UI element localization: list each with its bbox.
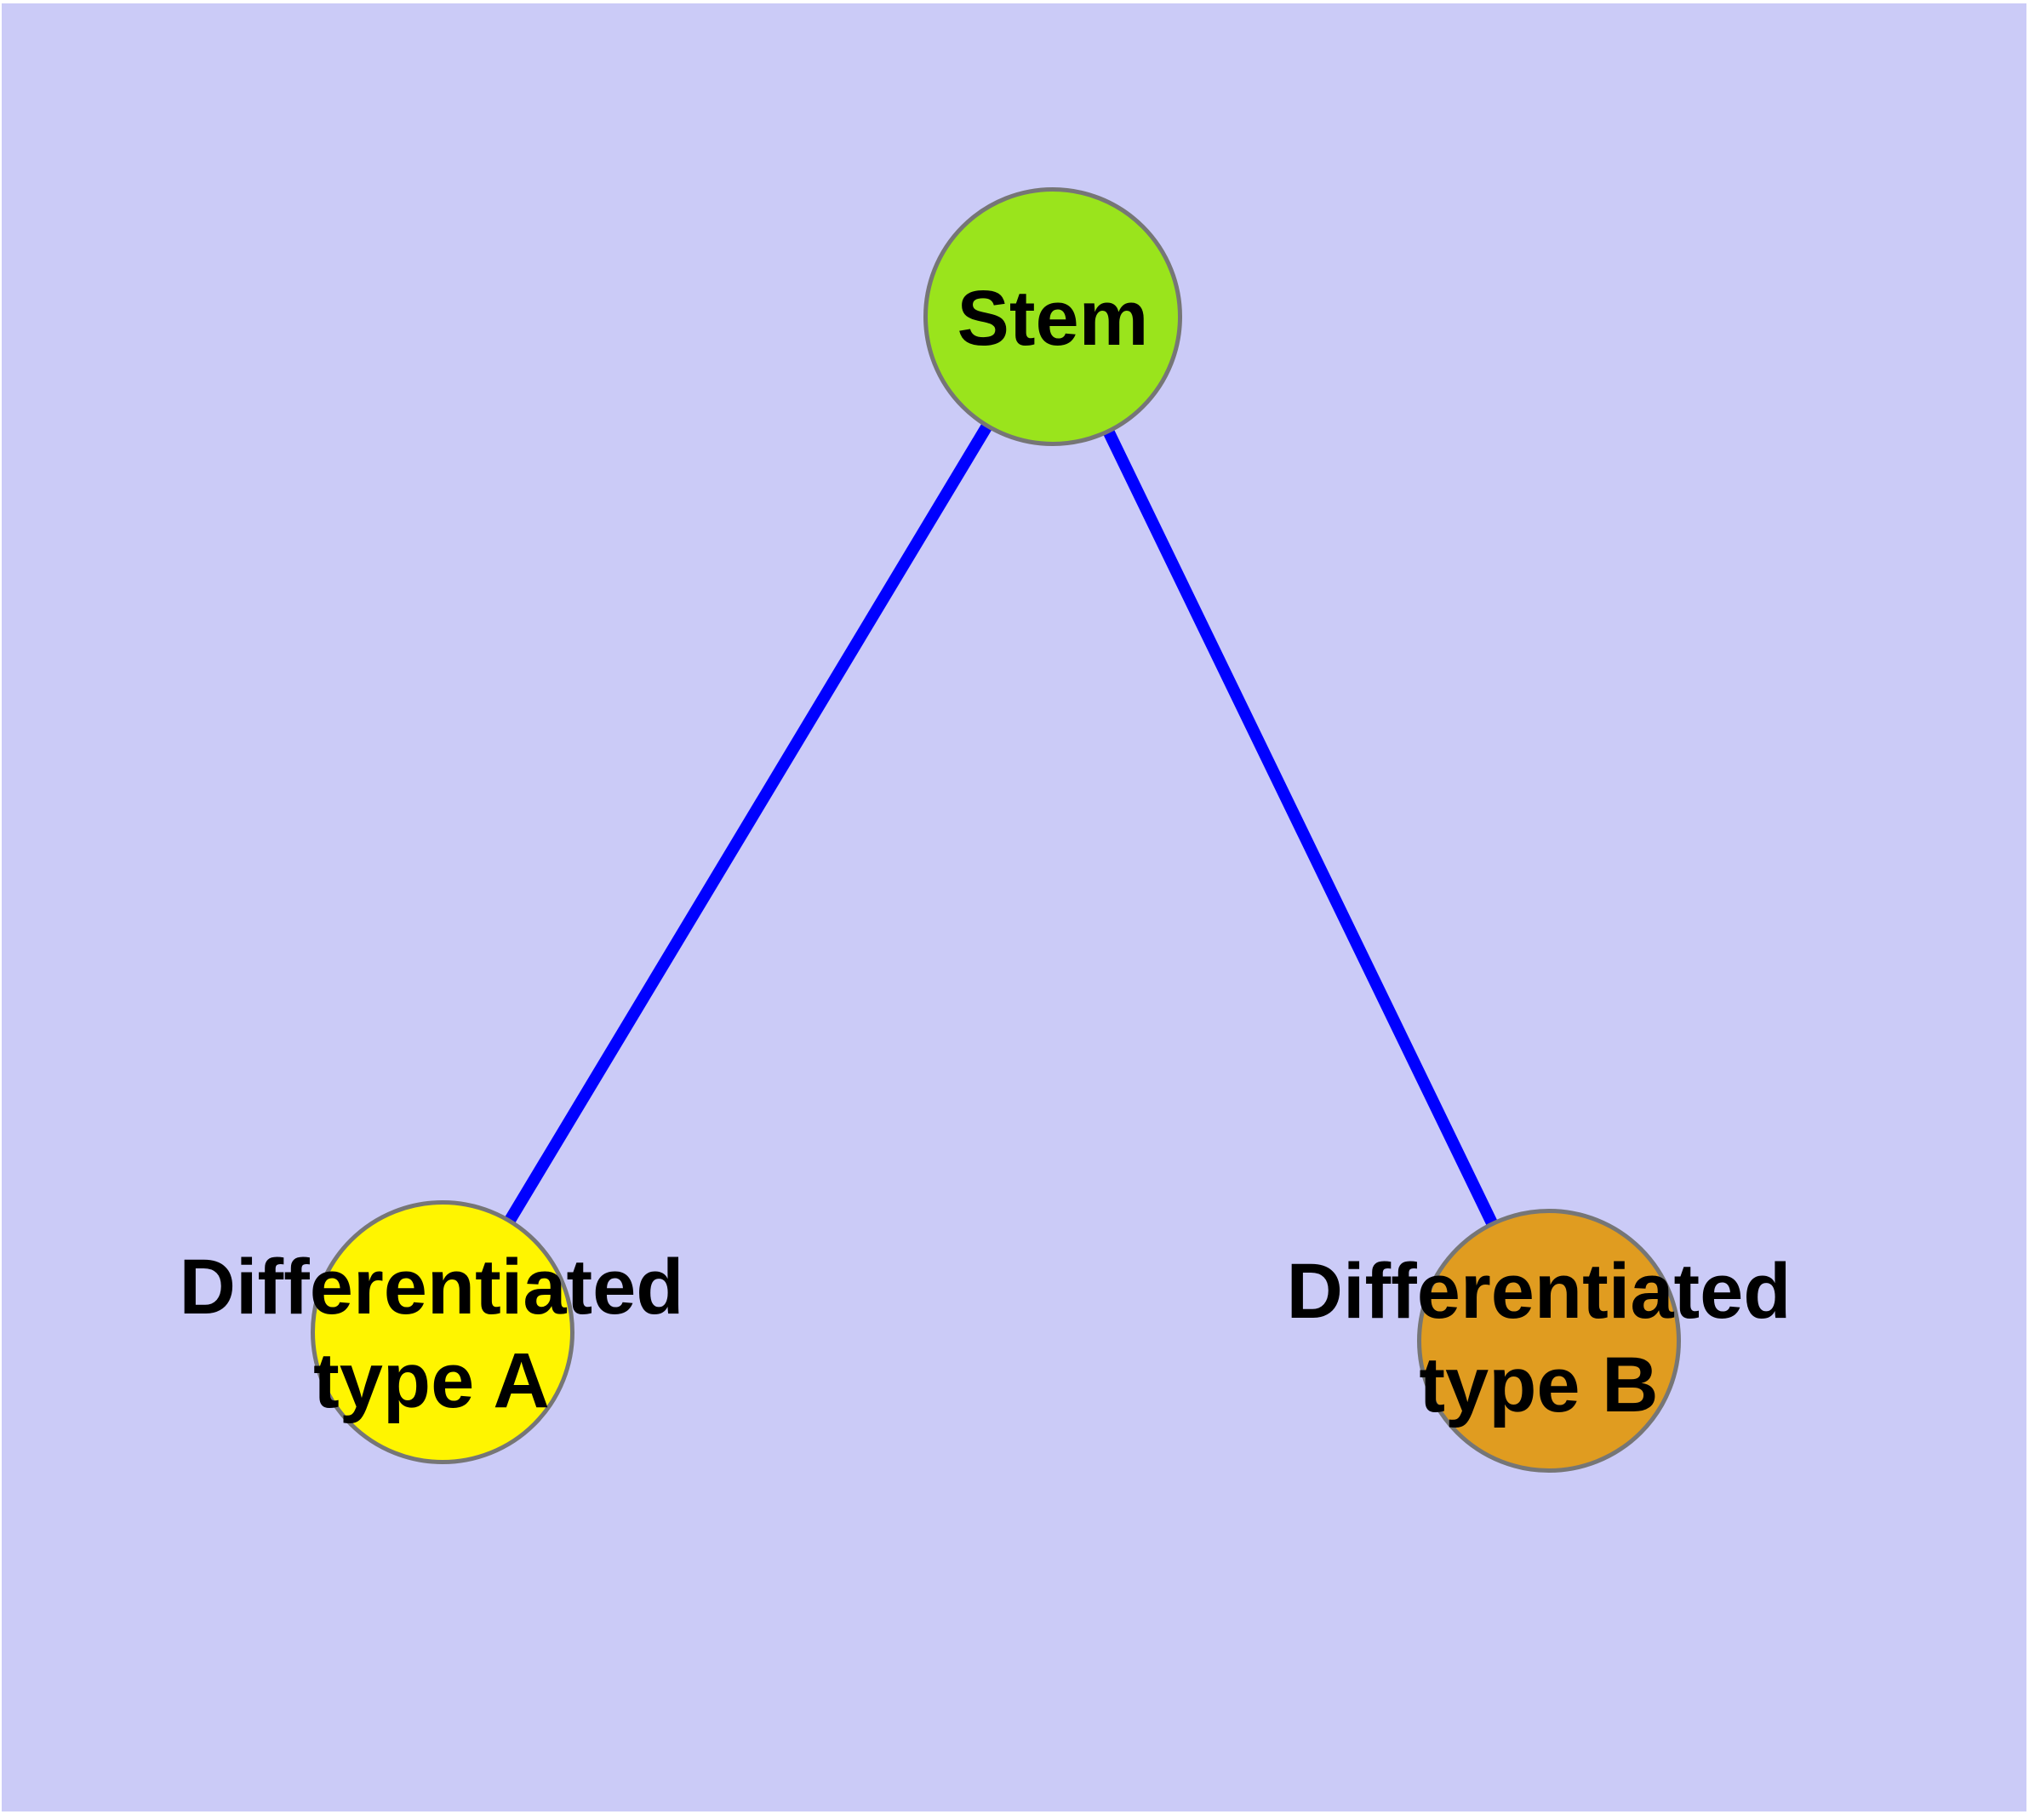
edge-stem-to-type-b [1047, 313, 1555, 1344]
node-stem [923, 187, 1182, 446]
node-differentiated-type-b [1417, 1209, 1681, 1473]
node-differentiated-type-a [311, 1200, 574, 1464]
edge-stem-to-type-a [437, 313, 1058, 1336]
node-differentiated-type-a-label: Differentiated type A [179, 1244, 684, 1424]
node-stem-label: Stem [957, 275, 1149, 362]
node-differentiated-type-b-label: Differentiated type B [1286, 1248, 1792, 1428]
